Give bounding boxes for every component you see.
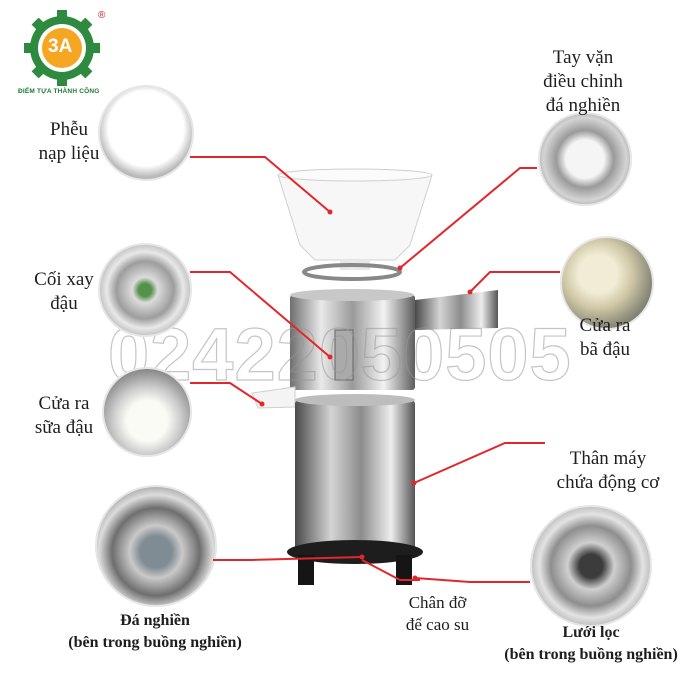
knob-line (399, 167, 537, 269)
okara-label-line1: Cửa ra (579, 315, 631, 336)
base-label-line1: Chân đỡ (408, 593, 467, 612)
body-label-line2: chứa động cơ (556, 472, 660, 493)
logo-registered: ® (98, 10, 106, 21)
grinder-label-line1: Cối xay (34, 269, 94, 290)
knob-detail-photo (538, 112, 632, 206)
okara-outlet-label: Cửa ra bã đậu (564, 314, 646, 362)
milk-label-line1: Cửa ra (38, 393, 90, 414)
base-line (361, 559, 420, 581)
okara-label-line2: bã đậu (579, 339, 631, 360)
body-label: Thân máy chứa động cơ (538, 447, 678, 495)
okara-outlet-detail-photo (560, 236, 654, 330)
milk-outlet-detail-photo (102, 367, 192, 457)
grinder-label: Cối xay đậu (30, 268, 98, 316)
milk-outlet-label: Cửa ra sữa đậu (26, 392, 102, 440)
base-label-line2: đế cao su (405, 615, 470, 634)
hopper-label-line1: Phễu (50, 119, 88, 140)
filter-label-line1: Lưới lọc (562, 624, 620, 641)
stone-line (213, 556, 363, 561)
brand-logo: 3A ® ĐIỂM TỰA THÀNH CÔNG (18, 8, 118, 98)
grinder-detail-photo (98, 243, 192, 337)
knob-label-line2: điều chỉnh (543, 71, 623, 92)
phone-watermark: 02422050505 (107, 312, 572, 396)
stone-label-line1: Đá nghiền (120, 612, 190, 629)
gear-logo-icon (24, 10, 100, 86)
grinder-line (190, 271, 331, 358)
hopper-line (190, 156, 331, 213)
body-line (413, 442, 545, 484)
okara-line (469, 271, 560, 293)
knob-label: Tay vặn điều chỉnh đá nghiền (528, 46, 638, 118)
hopper-label-line2: nạp liệu (38, 143, 100, 164)
grinder-label-line2: đậu (50, 293, 78, 314)
milk-label-line2: sữa đậu (34, 417, 94, 438)
filter-detail-photo (530, 505, 652, 627)
hopper-label: Phễu nạp liệu (38, 118, 100, 166)
logo-mark: 3A (48, 36, 73, 57)
filter-label: Lưới lọc (bên trong buồng nghiền) (486, 622, 696, 666)
logo-tagline: ĐIỂM TỰA THÀNH CÔNG (18, 88, 100, 95)
knob-label-line1: Tay vặn (552, 47, 614, 68)
body-label-line1: Thân máy (569, 448, 647, 469)
stone-label-line2: (bên trong buồng nghiền) (68, 634, 242, 651)
base-label: Chân đỡ đế cao su (385, 592, 490, 636)
filter-label-line2: (bên trong buồng nghiền) (504, 646, 678, 663)
milk-line (190, 382, 263, 405)
knob-label-line3: đá nghiền (545, 95, 621, 116)
hopper-detail-photo (98, 85, 194, 181)
filter-line (414, 577, 530, 583)
stone-label: Đá nghiền (bên trong buồng nghiền) (40, 610, 270, 654)
stone-detail-photo (95, 485, 217, 607)
